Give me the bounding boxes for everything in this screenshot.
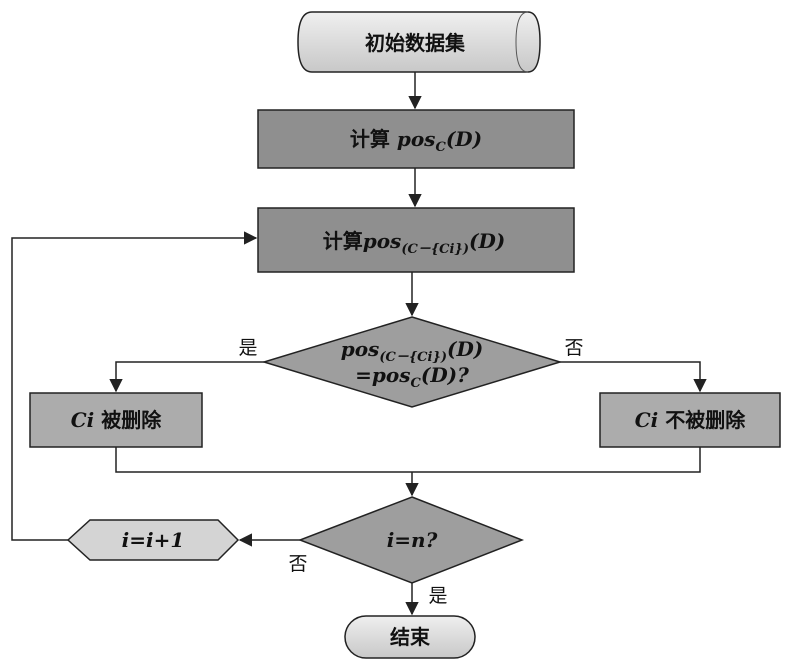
svg-text:计算 posC(D): 计算 posC(D) [350,127,482,155]
svg-text:Ci 被删除: Ci 被删除 [71,408,162,432]
edge-label-no-right: 否 [564,337,583,359]
compute-pos-ci-arg: (D) [469,229,505,253]
decision-equal-line2-func: pos [372,363,411,387]
decision-n-label: i=n? [387,528,438,552]
ci-not-deleted-node: Ci 不被删除 [599,392,781,448]
start-node: 初始数据集 [297,11,541,73]
decision-n-node: i=n? [297,496,525,584]
edge-decision-yes [109,361,264,393]
end-label: 结束 [390,625,431,649]
svg-text:pos(C－{Ci})(D): pos(C－{Ci})(D) [341,337,484,365]
ci-deleted-var: Ci [71,408,95,432]
compute-pos-c-sub: C [435,140,446,155]
increment-node: i=i+1 [66,519,240,561]
edge-loop-back [11,231,258,541]
ci-not-deleted-var: Ci [635,408,659,432]
decision-equal-line1-sub: (C－{Ci}) [379,350,447,365]
ci-deleted-text: 被删除 [94,408,162,432]
svg-text:=posC(D)?: =posC(D)? [355,363,469,391]
edge-label-no-bottom: 否 [288,553,307,575]
compute-pos-ci-func: pos [363,229,402,253]
edge-merge-left [115,447,701,473]
start-label: 初始数据集 [365,31,466,55]
decision-equal-line1-func: pos [341,337,380,361]
ci-deleted-node: Ci 被删除 [29,392,203,448]
edge-label-yes-bottom: 是 [428,585,447,607]
decision-equal-line1-arg: (D) [447,337,483,361]
decision-equal-line2-prefix: = [355,363,372,387]
compute-pos-c-func: pos [397,127,436,151]
decision-equal-line2-arg: (D)? [421,363,469,387]
compute-pos-c-arg: (D) [446,127,482,151]
svg-text:计算pos(C－{Ci})(D): 计算pos(C－{Ci})(D) [323,229,506,257]
connectors [11,72,707,616]
ci-not-deleted-text: 不被删除 [658,408,746,432]
svg-text:Ci 不被删除: Ci 不被删除 [635,408,746,432]
end-node: 结束 [344,615,476,659]
decision-equal-node: pos(C－{Ci})(D) =posC(D)? [261,316,563,408]
compute-pos-c-node: 计算 posC(D) [257,109,575,169]
increment-label: i=i+1 [122,528,185,552]
compute-pos-ci-prefix: 计算 [323,229,363,253]
compute-pos-c-prefix: 计算 [350,127,397,151]
edge-label-yes-left: 是 [238,337,257,359]
compute-pos-ci-sub: (C－{Ci}) [401,242,469,257]
edge-decision-no [560,361,707,393]
compute-pos-ci-node: 计算pos(C－{Ci})(D) [257,207,575,273]
decision-equal-line2-sub: C [411,376,422,391]
